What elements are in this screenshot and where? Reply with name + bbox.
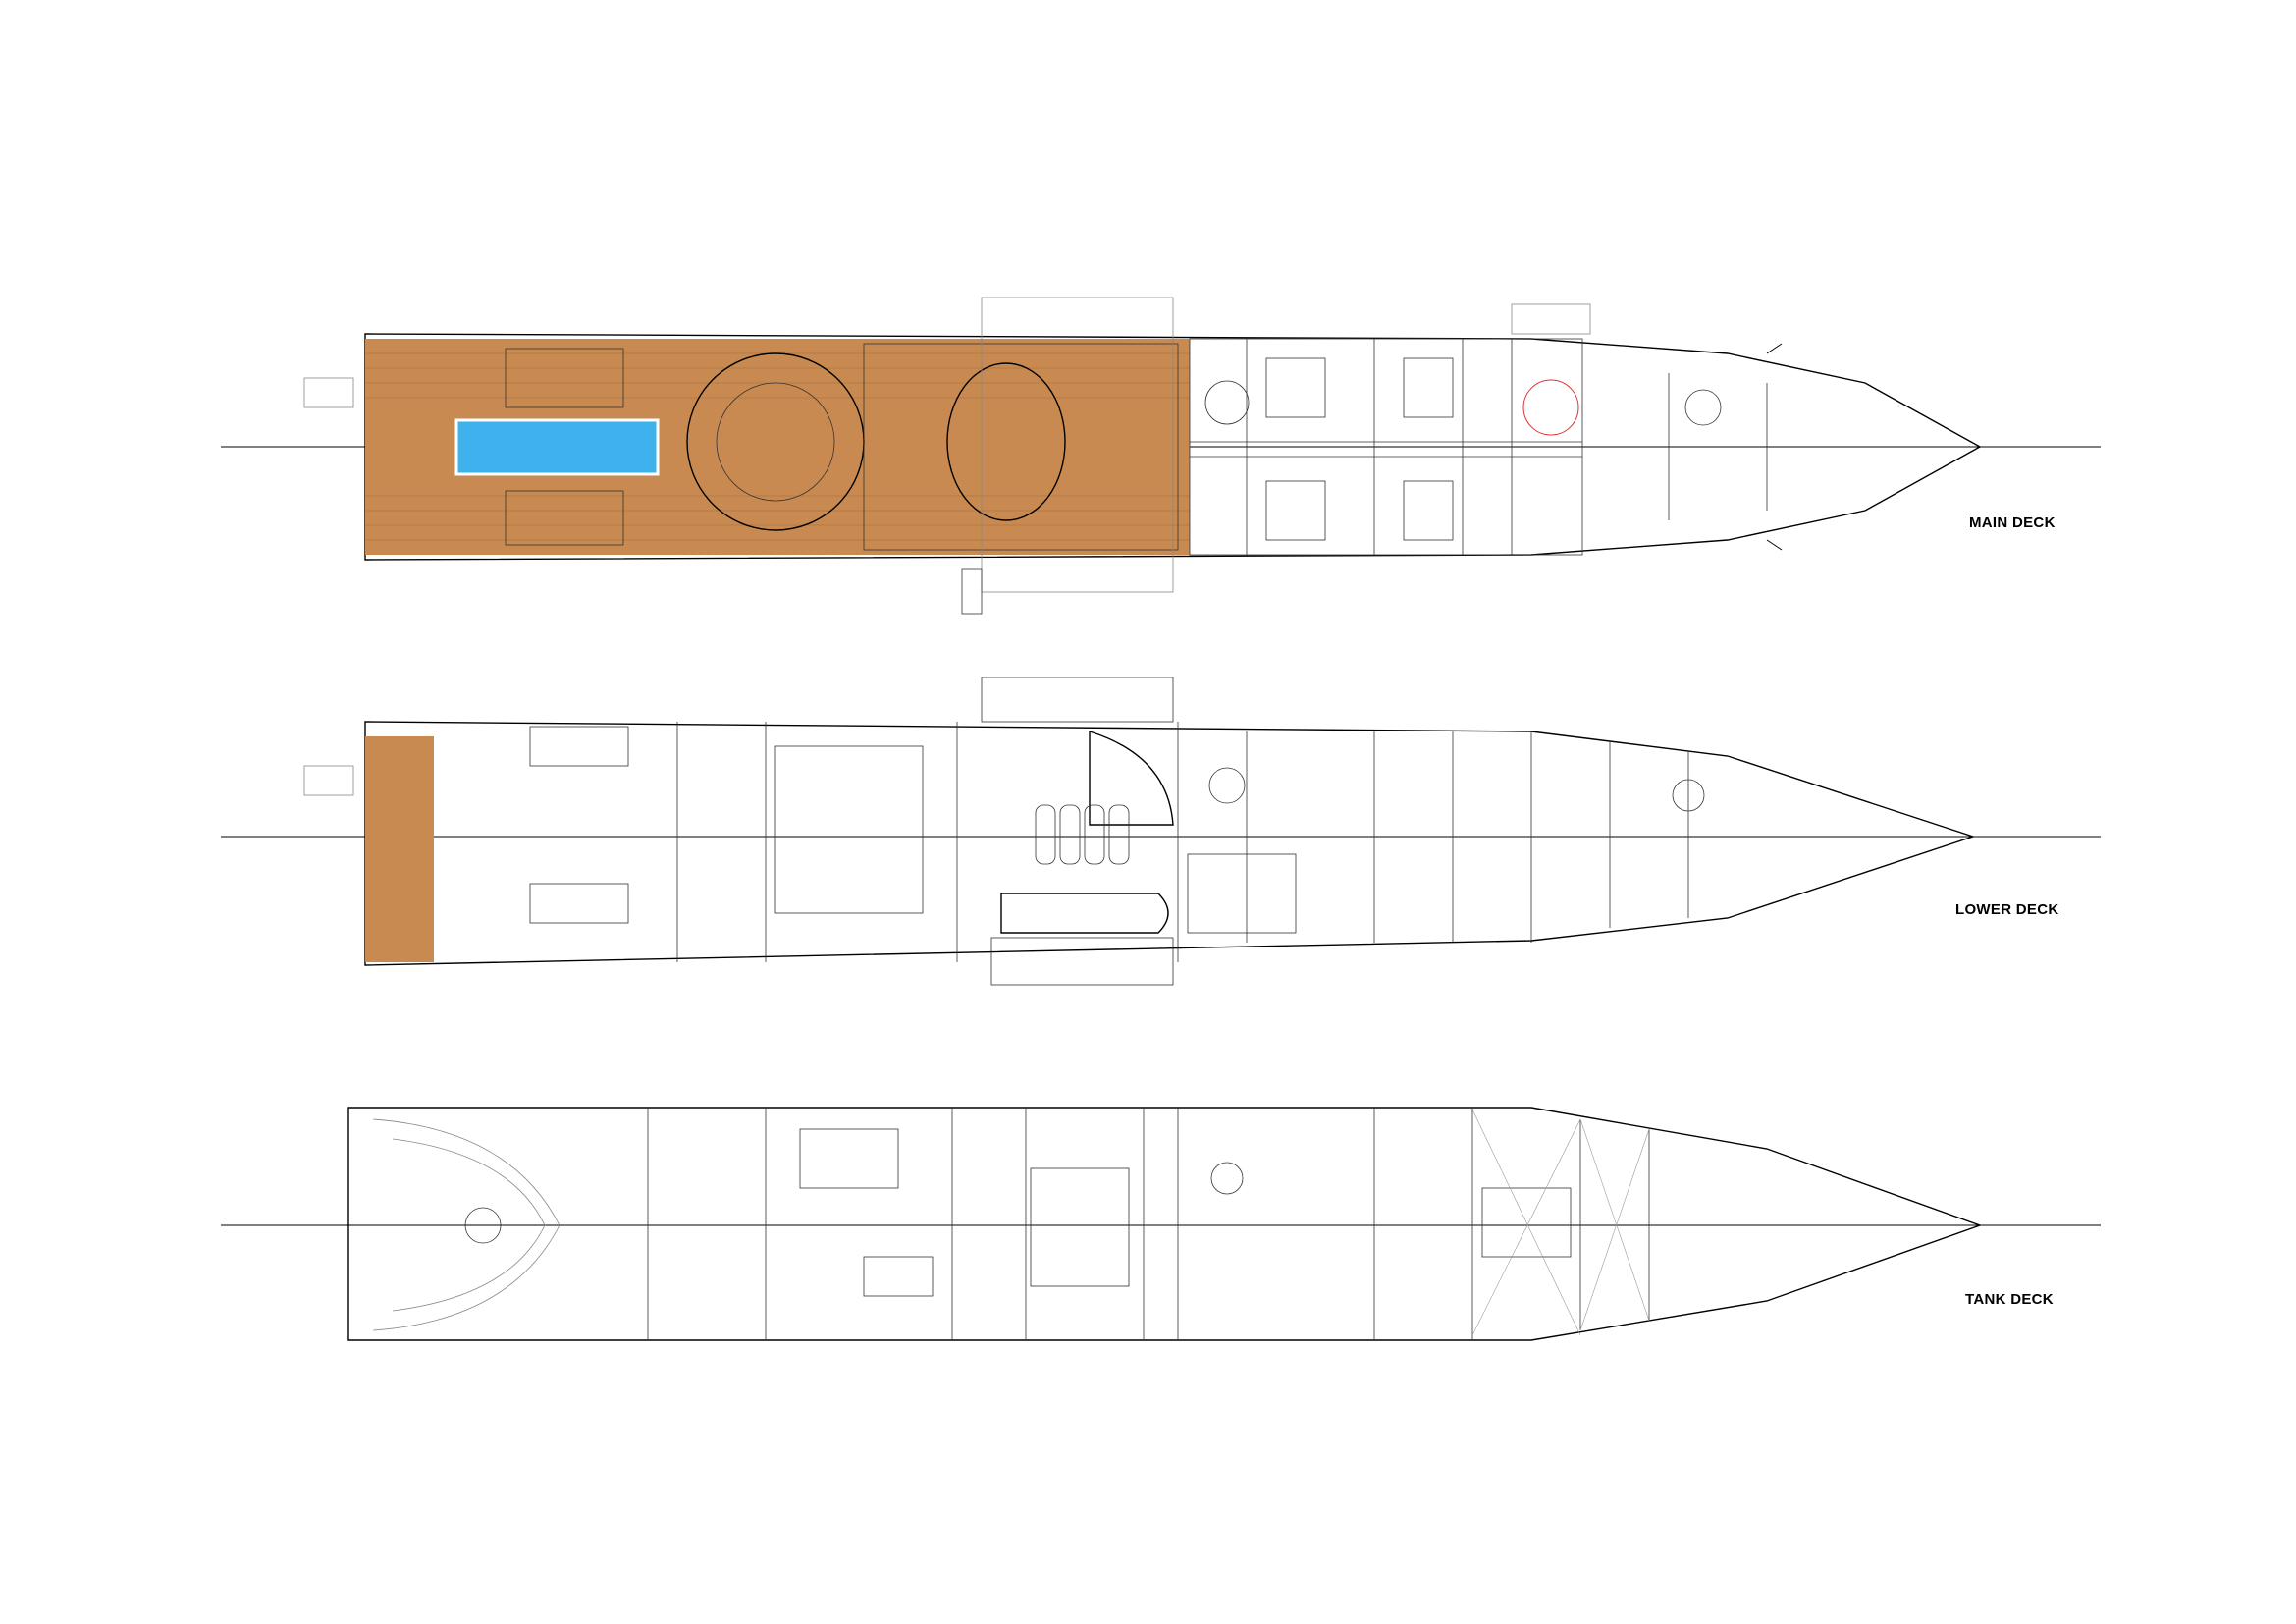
side-platform <box>981 297 1174 593</box>
lower-deck-hull <box>364 721 1976 966</box>
tank-deck-label: TANK DECK <box>1965 1291 2054 1308</box>
jet-skis <box>1035 804 1130 865</box>
main-deck-plan <box>221 297 2101 615</box>
swim-ladder <box>303 377 354 408</box>
propeller <box>464 1207 502 1244</box>
sofa-area <box>505 490 624 546</box>
tank-deck-hull <box>347 1107 1983 1341</box>
swim-platform-teak <box>365 736 434 962</box>
guest-cabins <box>1189 338 1583 556</box>
swimming-pool <box>454 418 660 476</box>
main-deck-hull <box>364 333 1982 561</box>
tank-deck-plan <box>221 1107 2101 1341</box>
main-deck-label: MAIN DECK <box>1969 514 2056 531</box>
spiral-stair <box>1204 380 1250 425</box>
lounge <box>946 362 1066 521</box>
sun-lounger-area <box>505 348 624 408</box>
owner-bed <box>1522 379 1579 436</box>
rescue-boat <box>1089 731 1174 826</box>
lower-deck-plan <box>221 677 2101 986</box>
stern-tunnel <box>372 1118 561 1331</box>
tender-hatch <box>981 677 1174 723</box>
side-boarding-teak <box>990 937 1174 986</box>
tender-boat <box>1000 893 1169 934</box>
lower-deck-label: LOWER DECK <box>1955 901 2059 918</box>
boarding-ladder <box>961 568 983 615</box>
